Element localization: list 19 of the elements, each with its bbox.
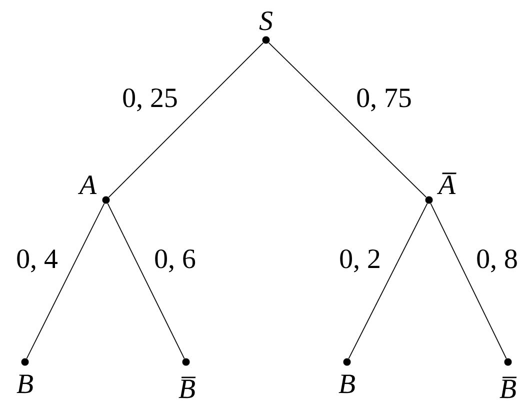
line bbox=[348, 203, 428, 359]
edge-label: 0, 4 bbox=[17, 249, 58, 272]
node-label: B bbox=[338, 374, 355, 394]
line bbox=[108, 42, 264, 198]
edge-label: 0, 8 bbox=[477, 249, 517, 272]
node-label: A̅ bbox=[436, 172, 456, 194]
line bbox=[107, 203, 185, 359]
line bbox=[26, 203, 105, 359]
line bbox=[268, 42, 427, 198]
line bbox=[430, 203, 507, 359]
node-label: A bbox=[78, 176, 97, 194]
node-label: B bbox=[16, 374, 33, 394]
node-label: B̅ bbox=[500, 376, 517, 398]
node-label: B̅ bbox=[178, 376, 196, 398]
edge-label: 0, 25 bbox=[123, 88, 177, 112]
node-label: S bbox=[259, 12, 273, 30]
edge-label: 0, 2 bbox=[340, 249, 380, 272]
edge-label: 0, 6 bbox=[155, 249, 196, 272]
edge-label: 0, 75 bbox=[357, 88, 411, 112]
